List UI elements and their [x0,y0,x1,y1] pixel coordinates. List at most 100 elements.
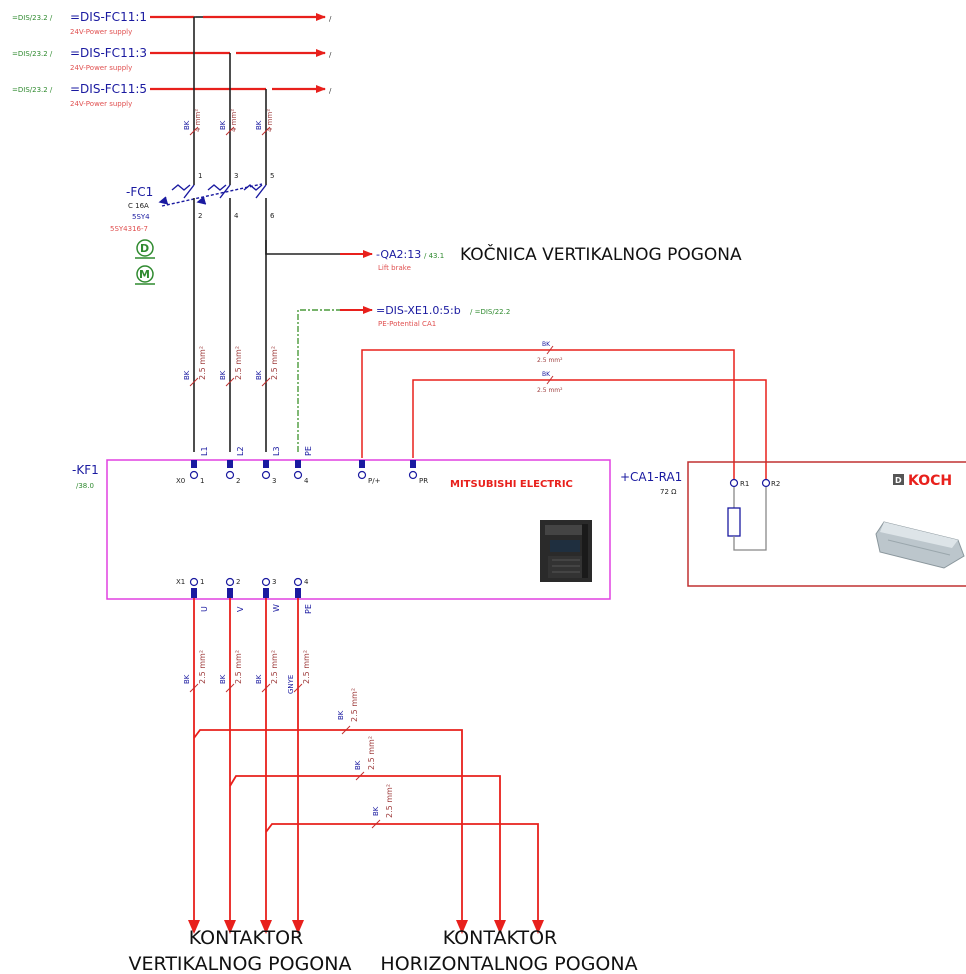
kf1-t2-num: 2 [236,477,240,485]
wl-bk-l2: BK [219,674,227,684]
kf1-t3-num: 3 [272,477,276,485]
kf1-b1-num: 1 [200,578,204,586]
wl-bk-l3: BK [255,674,263,684]
wl-bk-h3: BK [372,806,380,816]
koch-mark: D [895,476,902,485]
pe-dashed-wire [297,309,362,452]
supply-tag-2: =DIS-FC11:3 [70,46,147,60]
kf1-border [106,459,611,600]
kf1-b2-label: V [236,606,245,612]
kf1-t4-num: 4 [304,477,309,485]
ca1-brake-resistor[interactable]: +CA1-RA1 72 Ω R1 R2 D KOCH [620,461,966,587]
supply-tag-3: =DIS-FC11:5 [70,82,147,96]
wire-labels-4mm: BK 4 mm² BK 4 mm² BK 4 mm² [183,109,274,132]
horizontal-line2: HORIZONTALNOG POGONA [380,953,637,974]
inverter-device-image [540,520,592,582]
wl-cs-l4: 2.5 mm² [302,650,311,684]
kf1-b3-num: 3 [272,578,276,586]
fc1-symbol-d: D [135,239,155,259]
fc1-terminal-1: 1 [198,172,202,180]
supply-ref-2: =DIS/23.2 / [12,50,53,58]
wire-ticks-lower [189,683,381,829]
ca1-border [687,461,966,587]
wl-cs-h1: 2.5 mm² [350,688,359,722]
koch-logo: D KOCH [893,473,952,489]
fc1-order: 5SY4316-7 [110,225,148,233]
output-wires [193,598,539,925]
brake-title: KOČNICA VERTIKALNOG POGONA [460,243,742,265]
output-label-vertical: KONTAKTOR VERTIKALNOG POGONA [129,927,352,974]
kf1-tag: -KF1 [72,463,99,477]
supply-tag-1: =DIS-FC11:1 [70,10,147,24]
supply-end-2: / [329,51,332,59]
pe-link-reference[interactable]: =DIS-XE1.0:5:b / =DIS/22.2 PE-Potential … [376,304,510,328]
ca1-tag: +CA1-RA1 [620,470,682,484]
phase-wires-lower [193,210,360,452]
fc1-terminal-5: 5 [270,172,274,180]
pe-subtitle: PE-Potential CA1 [378,320,436,328]
phase-wires-upper [193,16,267,185]
wl-cs-l3: 2.5 mm² [270,650,279,684]
wire-label-cs-3: 4 mm² [266,109,274,132]
vertical-line1: KONTAKTOR [189,927,303,949]
ca1-value: 72 Ω [660,488,677,496]
kf1-b1-label: U [200,606,209,612]
ca1-r2: R2 [771,480,780,488]
kf1-top-terminals [189,460,418,480]
supply-end-1: / [329,15,332,23]
wl-bk-u1: BK [183,370,191,380]
wire-ticks-upper [189,126,271,136]
wl-cs-u3: 2.5 mm² [270,346,279,380]
rw-cs-2: 2.5 mm² [537,387,563,394]
horizontal-line1: KONTAKTOR [443,927,557,949]
wire-ticks-mid [189,377,271,387]
fc1-type: 5SY4 [132,213,150,221]
kf1-t2-label: L2 [236,446,245,456]
svg-text:D: D [140,242,149,255]
brake-ref: / 43.1 [424,252,444,260]
kf1-t4-label: PE [304,446,313,456]
fc1-tag: -FC1 [126,185,153,199]
rw-cs-1: 2.5 mm² [537,357,563,364]
supply-subtitle-2: 24V-Power supply [70,64,132,72]
supply-row-3: =DIS/23.2 / =DIS-FC11:5 24V-Power supply… [12,82,332,108]
kf1-t1-num: 1 [200,477,204,485]
resistor-device-image [875,521,965,569]
pe-tag: =DIS-XE1.0:5:b [376,304,461,317]
supply-ref-1: =DIS/23.2 / [12,14,53,22]
kf1-b2-num: 2 [236,578,240,586]
wl-bk-l1: BK [183,674,191,684]
fc1-breaker[interactable]: 1 3 5 2 4 6 -FC1 C 16A 5SY4 5SY4316-7 D … [110,172,275,285]
kf1-ref: /38.0 [76,482,94,490]
supply-subtitle-3: 24V-Power supply [70,100,132,108]
supply-subtitle-1: 24V-Power supply [70,28,132,36]
kf1-b4-label: PE [304,604,313,614]
output-label-horizontal: KONTAKTOR HORIZONTALNOG POGONA [380,927,637,974]
resistor-symbol [727,487,767,551]
kf1-b3-label: W [272,604,281,612]
koch-brand: KOCH [908,473,952,489]
wire-label-bk-1: BK [183,120,191,130]
wire-labels-25-lower: BK 2.5 mm² BK 2.5 mm² BK 2.5 mm² GNYE 2.… [183,650,394,818]
wl-cs-h2: 2.5 mm² [367,736,376,770]
brake-subtitle: Lift brake [378,264,411,272]
pe-ref: / =DIS/22.2 [470,308,510,316]
wire-label-bk-3: BK [255,120,263,130]
kf1-inverter[interactable]: -KF1 /38.0 MITSUBISHI ELECTRIC X0 X1 1 2… [72,446,611,614]
kf1-brake-p: P/+ [368,477,381,485]
kf1-bottom-terminals [189,577,303,598]
fc1-symbol-m: M [135,265,155,285]
rw-bk-1: BK [542,341,551,348]
wl-gnye: GNYE [287,675,295,694]
resistor-wire-labels: BK 2.5 mm² BK 2.5 mm² [537,341,563,394]
wl-bk-h2: BK [354,760,362,770]
kf1-b4-num: 4 [304,578,309,586]
wl-bk-u3: BK [255,370,263,380]
wl-cs-l1: 2.5 mm² [198,650,207,684]
wire-labels-25-upper: BK 2.5 mm² BK 2.5 mm² BK 2.5 mm² [183,346,279,380]
fc1-rating: C 16A [128,202,149,210]
svg-text:M: M [139,268,150,281]
wl-bk-u2: BK [219,370,227,380]
ca1-r1: R1 [740,480,749,488]
brake-reference[interactable]: -QA2:13 / 43.1 KOČNICA VERTIKALNOG POGON… [376,243,742,272]
